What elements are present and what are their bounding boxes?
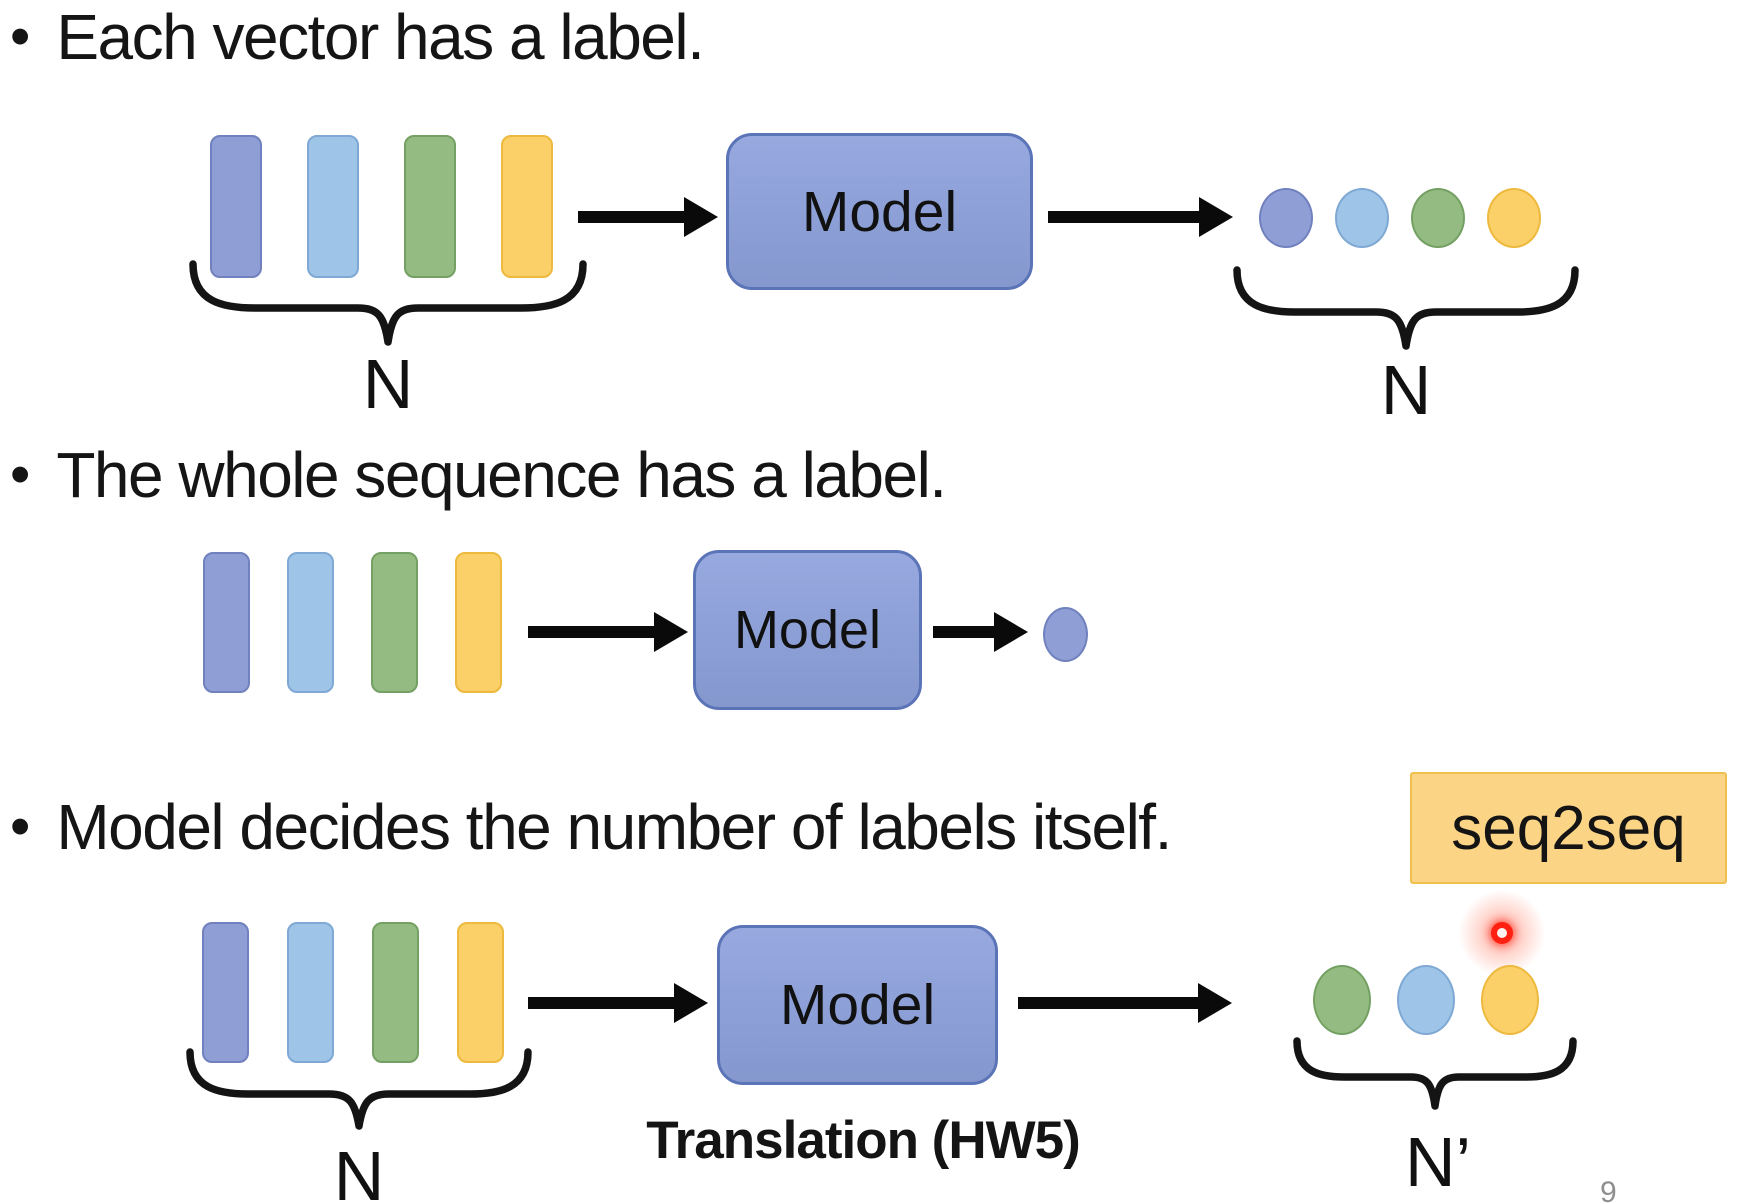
seq2seq-label: seq2seq: [1451, 793, 1686, 863]
circle-indigo: [1043, 607, 1088, 662]
model-label: Model: [779, 973, 936, 1037]
bullet-icon: •: [10, 442, 31, 507]
output-count-label-row1: N: [1380, 351, 1432, 429]
arrow-icon: [528, 983, 708, 1023]
input-count-label-row1: N: [362, 345, 414, 423]
model-box-row1: Model: [726, 133, 1033, 290]
circle-yellow: [1481, 965, 1539, 1035]
model-label: Model: [801, 179, 958, 244]
bullet-text-2: The whole sequence has a label.: [56, 439, 947, 511]
arrow-icon: [578, 197, 718, 237]
bullet-icon: •: [10, 4, 31, 69]
model-label: Model: [733, 600, 882, 660]
circle-green: [1411, 188, 1465, 248]
bar-indigo: [203, 552, 250, 693]
bar-yellow: [501, 135, 553, 278]
bar-yellow: [455, 552, 502, 693]
page-number: 9: [1600, 1176, 1617, 1203]
bullet-icon: •: [10, 794, 31, 859]
output-count-label-row3: N’: [1404, 1123, 1472, 1201]
brace-icon: [186, 1048, 532, 1130]
bar-green: [372, 922, 419, 1063]
circle-indigo: [1259, 188, 1313, 248]
model-box-row2: Model: [693, 550, 922, 710]
bar-indigo: [202, 922, 249, 1063]
brace-icon: [1233, 266, 1579, 350]
bar-blue: [307, 135, 359, 278]
brace-icon: [1293, 1037, 1577, 1110]
circle-green: [1313, 965, 1371, 1035]
arrow-icon: [1018, 983, 1232, 1023]
translation-caption: Translation (HW5): [646, 1111, 1081, 1170]
bullet-item-1: • Each vector has a label.: [10, 0, 705, 74]
bar-indigo: [210, 135, 262, 278]
laser-pointer-dot: [1491, 922, 1513, 944]
output-label-row2: [1043, 607, 1088, 662]
input-count-label-row3: N: [333, 1137, 385, 1203]
bar-blue: [287, 922, 334, 1063]
input-sequence-row3: [202, 922, 504, 1063]
arrow-icon: [933, 612, 1028, 652]
circle-blue: [1335, 188, 1389, 248]
bullet-text-1: Each vector has a label.: [56, 1, 705, 73]
bar-yellow: [457, 922, 504, 1063]
input-sequence-row2: [203, 552, 502, 693]
circle-blue: [1397, 965, 1455, 1035]
input-sequence-row1: [210, 135, 553, 278]
model-box-row3: Model: [717, 925, 998, 1085]
bar-blue: [287, 552, 334, 693]
circle-yellow: [1487, 188, 1541, 248]
output-labels-row1: [1259, 188, 1541, 248]
bullet-item-3: • Model decides the number of labels its…: [10, 790, 1172, 864]
arrow-icon: [1048, 197, 1233, 237]
arrow-icon: [528, 612, 688, 652]
seq2seq-tag: seq2seq: [1410, 772, 1727, 884]
output-labels-row3: [1313, 965, 1539, 1035]
brace-icon: [189, 260, 587, 346]
bar-green: [371, 552, 418, 693]
bullet-item-2: • The whole sequence has a label.: [10, 438, 947, 512]
bar-green: [404, 135, 456, 278]
bullet-text-3: Model decides the number of labels itsel…: [56, 791, 1172, 863]
